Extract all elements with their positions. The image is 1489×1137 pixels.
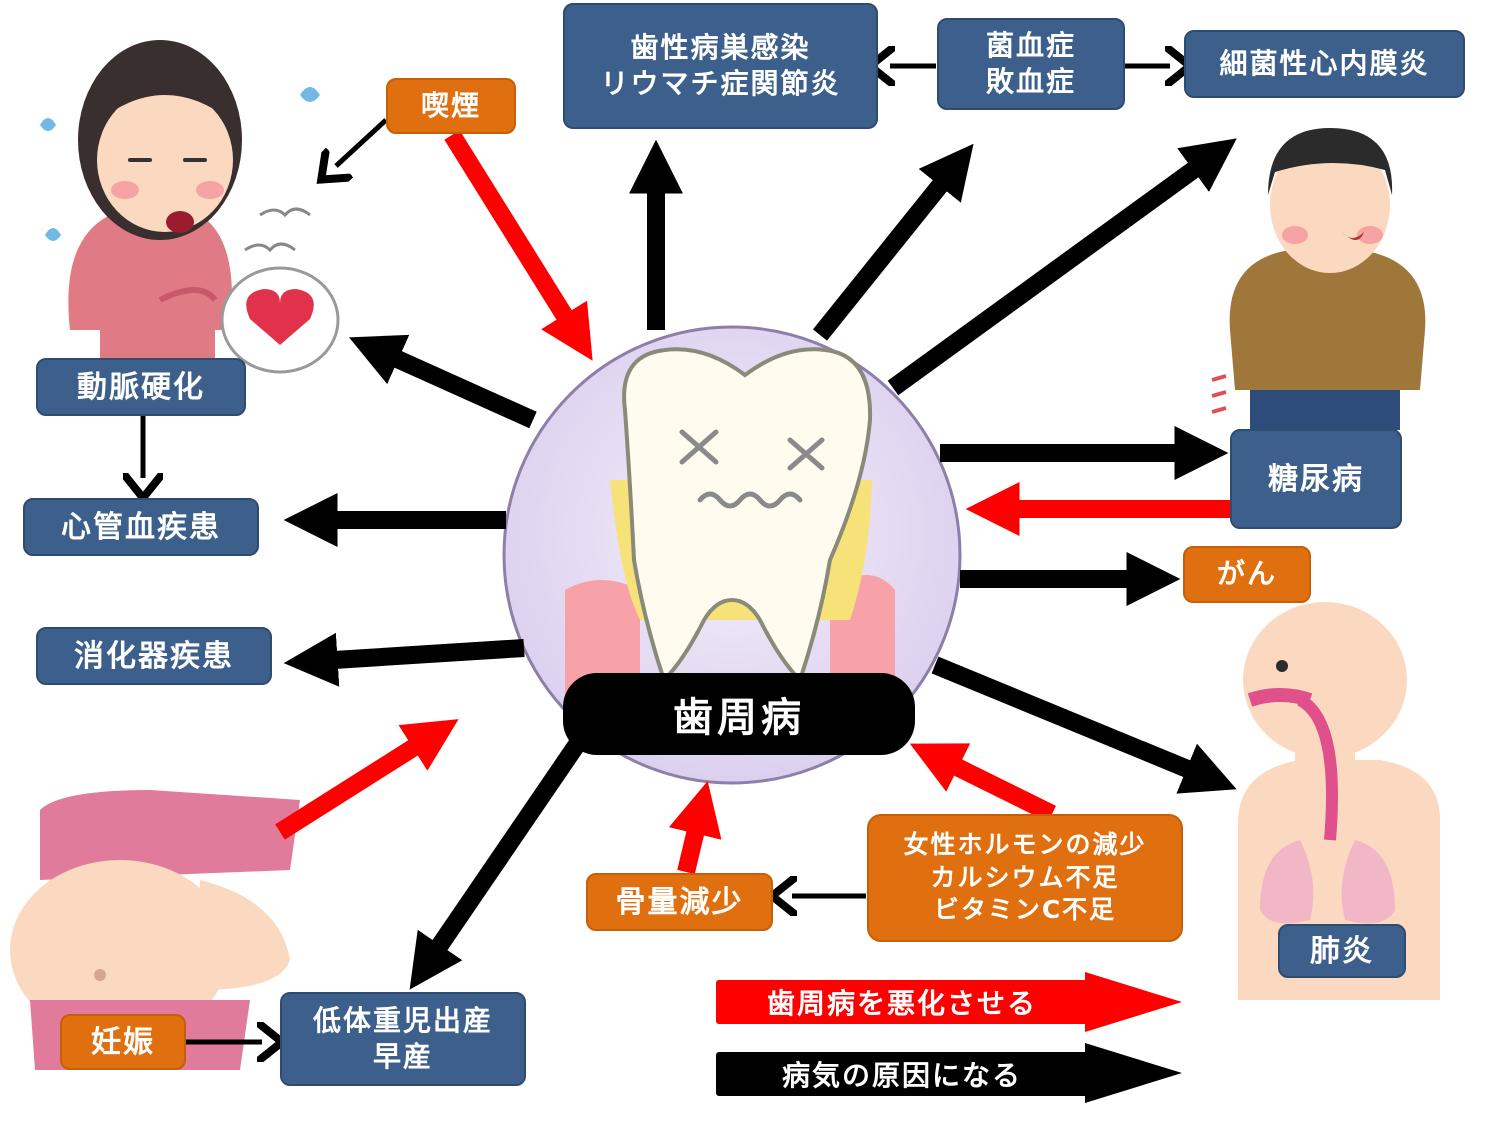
arrow-from-hormone (909, 743, 1056, 823)
node-pregnancy-label: 妊娠 (91, 1024, 155, 1060)
periodontal-tooth-circle (502, 325, 962, 785)
arrow-to-sepsis (812, 143, 974, 341)
node-cardiovascular-label: 心管血疾患 (61, 509, 221, 545)
node-smoking-label: 喫煙 (420, 88, 481, 122)
node-sepsis-line2: 敗血症 (985, 65, 1076, 98)
arrow-to-pneumonia (931, 656, 1237, 794)
legend-red: 歯周病を悪化させる (716, 980, 1088, 1024)
node-cancer: がん (1183, 546, 1311, 603)
arrow-to-digestive (283, 632, 525, 687)
man-overweight-illustration (1211, 128, 1426, 430)
node-low-birth-line2: 早産 (372, 1040, 433, 1073)
node-hormone-line1: 女性ホルモンの減少 (903, 830, 1147, 860)
node-digestive-label: 消化器疾患 (74, 638, 234, 674)
node-cancer-label: がん (1216, 557, 1277, 591)
arrow-to-arteriosclerosis (349, 334, 537, 429)
node-arteriosclerosis: 動脈硬化 (36, 358, 246, 416)
legend-black: 病気の原因になる (716, 1052, 1088, 1096)
node-pneumonia: 肺炎 (1278, 924, 1406, 978)
black-arrows (283, 138, 1237, 990)
node-low-birth-line1: 低体重児出産 (312, 1003, 493, 1037)
red-arrows (275, 130, 1230, 875)
arrow-to-low-birth (409, 734, 588, 990)
node-cardiovascular: 心管血疾患 (23, 498, 259, 556)
node-hormone-line3: ビタミンC不足 (933, 895, 1117, 925)
arrow-smoking-to-woman (336, 118, 388, 166)
node-hormone: 女性ホルモンの減少 カルシウム不足 ビタミンC不足 (867, 814, 1183, 942)
node-infection-line1: 歯性病巣感染 (630, 30, 811, 64)
node-infection-line2: リウマチ症関節炎 (600, 67, 841, 100)
node-sepsis: 菌血症 敗血症 (937, 18, 1125, 110)
node-sepsis-line1: 菌血症 (985, 28, 1076, 62)
node-arteriosclerosis-label: 動脈硬化 (77, 369, 205, 405)
legend-red-label: 歯周病を悪化させる (766, 987, 1037, 1020)
center-label: 歯周病 (563, 673, 915, 755)
center-label-text: 歯周病 (673, 695, 805, 741)
node-low-birth: 低体重児出産 早産 (280, 992, 526, 1086)
node-endocarditis: 細菌性心内膜炎 (1184, 30, 1465, 98)
node-diabetes-label: 糖尿病 (1268, 461, 1364, 497)
node-smoking: 喫煙 (386, 78, 516, 134)
node-endocarditis-label: 細菌性心内膜炎 (1219, 46, 1430, 80)
arrow-from-bone-loss (668, 780, 722, 875)
arrow-from-pregnancy (275, 719, 459, 840)
node-digestive: 消化器疾患 (36, 627, 272, 685)
node-infection: 歯性病巣感染 リウマチ症関節炎 (563, 3, 878, 129)
woman-coughing-illustration (40, 40, 340, 374)
node-pneumonia-label: 肺炎 (1310, 933, 1374, 969)
node-bone-loss: 骨量減少 (586, 873, 773, 931)
node-diabetes: 糖尿病 (1230, 429, 1402, 529)
legend-black-label: 病気の原因になる (781, 1059, 1022, 1092)
node-pregnancy: 妊娠 (60, 1014, 186, 1070)
legend-arrowheads (1085, 972, 1182, 1103)
node-bone-loss-label: 骨量減少 (615, 884, 744, 920)
arrow-from-smoking (444, 130, 593, 361)
node-hormone-line2: カルシウム不足 (930, 862, 1120, 892)
thin-arrows (143, 66, 1170, 1042)
arrow-to-endocarditis (887, 138, 1237, 396)
